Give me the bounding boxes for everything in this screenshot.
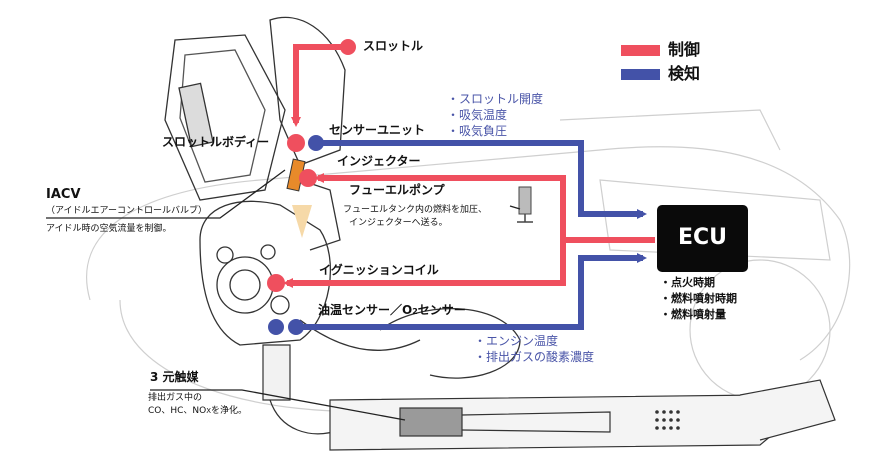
dot-ignition-coil — [267, 274, 285, 292]
label-iacv-name: （アイドルエアーコントロールバルブ） — [46, 206, 208, 216]
sensor-unit-signal-3: ・吸気負圧 — [447, 124, 508, 138]
oil-o2-signal-1: ・エンジン温度 — [474, 334, 559, 348]
exhaust-drawing — [262, 344, 836, 451]
label-injector: インジェクター — [337, 154, 421, 168]
label-catalyst-desc-1: 排出ガス中の — [148, 393, 203, 403]
motorcycle-outline — [86, 109, 851, 413]
legend-detect-swatch — [621, 69, 660, 80]
red-throttle-to-body — [291, 44, 347, 127]
label-ignition-coil: イグニッションコイル — [319, 263, 439, 277]
ecu-output-1: ・点火時期 — [660, 276, 715, 289]
engine-block-drawing — [164, 16, 521, 379]
label-oil-temp-o2-b: センサー — [417, 303, 466, 317]
red-ecu-to-ignition — [283, 240, 566, 288]
oil-o2-signal-2: ・排出ガスの酸素濃度 — [474, 350, 595, 364]
legend-control-swatch — [621, 45, 660, 56]
label-fuel-pump-desc-2: インジェクターへ送る。 — [349, 218, 448, 228]
ecu-label: ECU — [677, 225, 728, 250]
label-catalyst: 3 元触媒 — [150, 370, 199, 384]
label-oil-temp-o2-a: 油温センサー／O — [318, 303, 413, 317]
red-dots — [267, 39, 356, 292]
dot-sensor-unit — [308, 135, 324, 151]
sensor-unit-signal-2: ・吸気温度 — [447, 108, 508, 122]
exhaust-holes — [655, 410, 680, 430]
injector-drawing — [286, 158, 312, 238]
label-catalyst-desc-2b: を浄化。 — [211, 406, 248, 416]
label-fuel-pump: フューエルポンプ — [349, 183, 445, 197]
label-catalyst-desc-2a: CO、HC、NO — [148, 406, 207, 416]
label-catalyst-desc-2-sub: X — [206, 407, 212, 415]
sensor-unit-signal-1: ・スロットル開度 — [447, 92, 544, 106]
dot-throttle-body — [287, 134, 305, 152]
dot-injector — [299, 169, 317, 187]
legend-control-label: 制御 — [668, 40, 701, 59]
control-paths — [283, 44, 655, 288]
label-catalyst-desc-2: CO、HC、NOXを浄化。 — [148, 406, 247, 416]
ecu-output-2: ・燃料噴射時期 — [660, 292, 737, 305]
label-iacv: IACV — [46, 187, 81, 202]
ecu-box — [657, 205, 748, 272]
dot-throttle — [340, 39, 356, 55]
detection-paths — [298, 140, 647, 330]
red-ecu-to-injector — [314, 173, 655, 243]
label-throttle-body: スロットルボディー — [162, 135, 270, 149]
label-fuel-pump-desc-1: フューエルタンク内の燃料を加圧、 — [343, 205, 488, 215]
label-sensor-unit: センサーユニット — [329, 123, 426, 137]
dot-oil-temp-sensor — [268, 319, 284, 335]
ecu-output-3: ・燃料噴射量 — [660, 308, 726, 321]
label-oil-temp-o2-sub: 2 — [412, 307, 418, 316]
fuel-pump-icon — [517, 186, 533, 223]
dot-o2-sensor — [288, 319, 304, 335]
legend-detect-label: 検知 — [668, 64, 701, 83]
label-oil-temp-o2: 油温センサー／O2センサー — [318, 303, 466, 318]
label-iacv-desc: アイドル時の空気流量を制御。 — [46, 224, 172, 234]
blue-oil-temp-to-ecu — [298, 253, 647, 330]
leader-lines — [46, 169, 521, 421]
blue-dots — [268, 135, 324, 335]
blue-sensor-unit-to-ecu — [318, 140, 647, 219]
label-throttle: スロットル — [363, 39, 424, 53]
